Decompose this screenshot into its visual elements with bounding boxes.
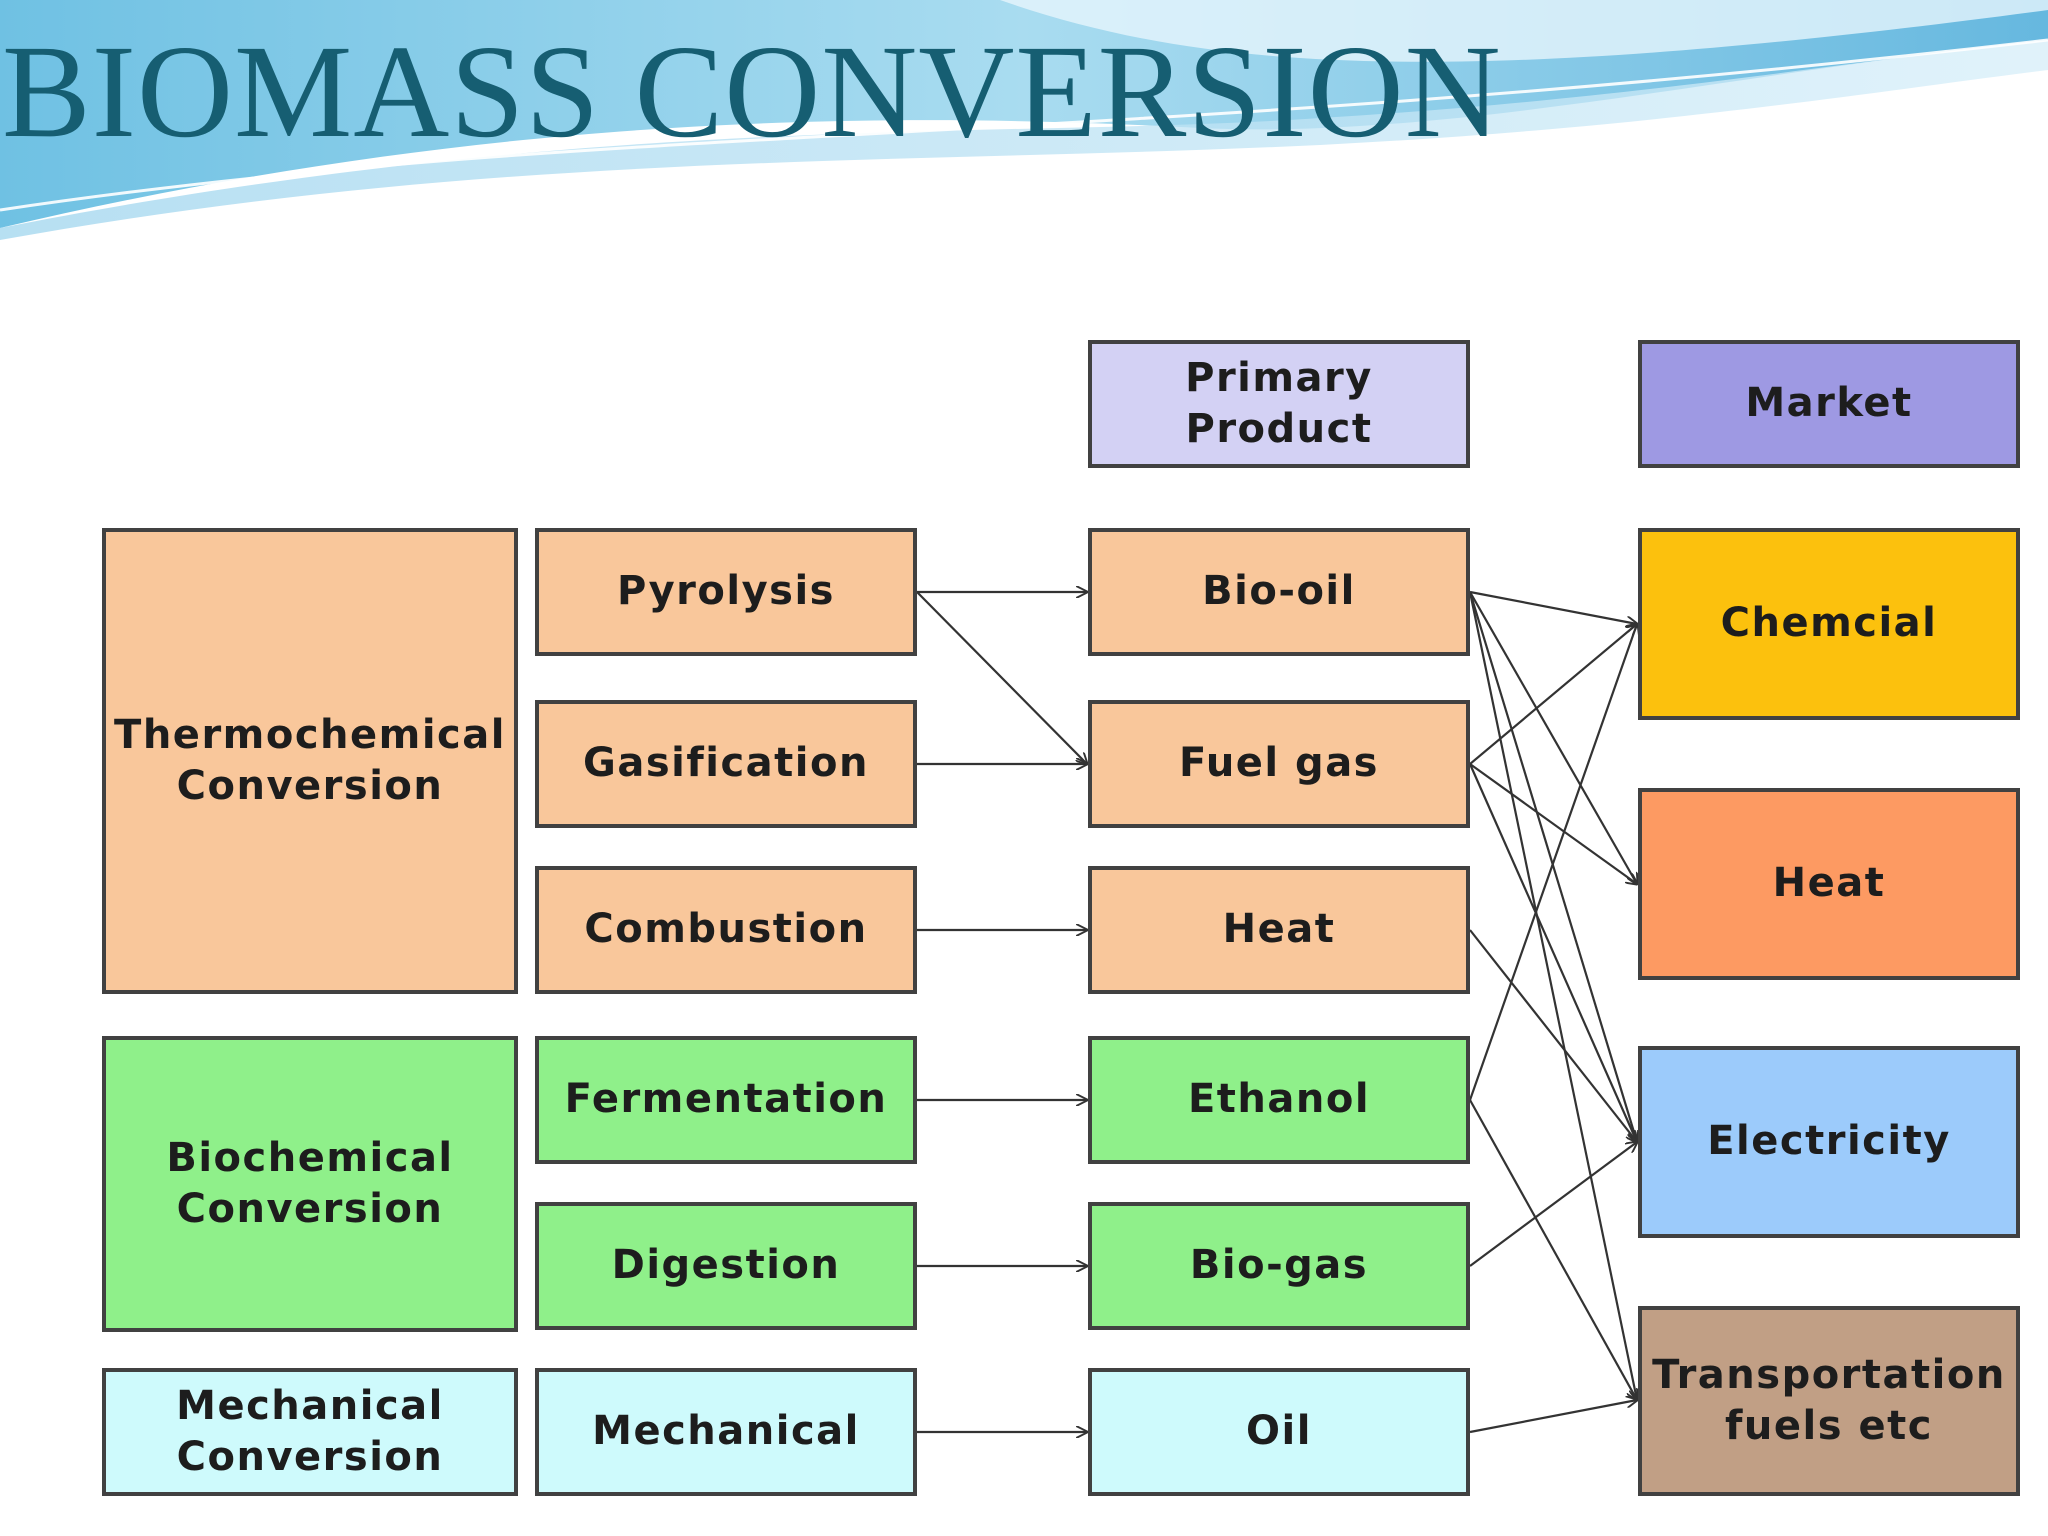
product-to-market-arrow <box>1468 624 1637 1101</box>
product-to-market-arrow <box>1469 590 1637 624</box>
process-gasification: Gasification <box>535 700 917 828</box>
product-ethanol: Ethanol <box>1088 1036 1470 1164</box>
product-to-market-arrow <box>1469 1099 1637 1400</box>
slide-title: BIOMASS CONVERSION <box>2 17 1502 165</box>
product-to-market-arrow <box>1469 624 1637 765</box>
process-digestion: Digestion <box>535 1202 917 1330</box>
process-to-product-arrow <box>916 591 1087 764</box>
market-transportation-fuels: Transportation fuels etc <box>1638 1306 2020 1496</box>
market-header: Market <box>1638 340 2020 468</box>
biochemical-conversion-box: Biochemical Conversion <box>102 1036 518 1332</box>
product-to-market-arrow <box>1468 763 1637 1142</box>
title-banner-swoosh <box>0 0 2048 240</box>
process-fermentation: Fermentation <box>535 1036 917 1164</box>
product-bio-oil: Bio-oil <box>1088 528 1470 656</box>
market-chemical: Chemcial <box>1638 528 2020 720</box>
mechanical-conversion-box: Mechanical Conversion <box>102 1368 518 1496</box>
process-combustion: Combustion <box>535 866 917 994</box>
product-oil: Oil <box>1088 1368 1470 1496</box>
primary-product-header: Primary Product <box>1088 340 1470 468</box>
process-mechanical: Mechanical <box>535 1368 917 1496</box>
product-to-market-arrow <box>1468 591 1637 1142</box>
product-to-market-arrow <box>1469 1142 1637 1267</box>
product-to-market-arrow <box>1469 591 1637 884</box>
product-to-market-arrow <box>1469 929 1637 1142</box>
thermochemical-conversion-box: Thermochemical Conversion <box>102 528 518 994</box>
market-heat: Heat <box>1638 788 2020 980</box>
product-to-market-arrow <box>1468 591 1637 1400</box>
market-electricity: Electricity <box>1638 1046 2020 1238</box>
product-bio-gas: Bio-gas <box>1088 1202 1470 1330</box>
product-to-market-arrow <box>1469 1400 1637 1434</box>
product-fuel-gas: Fuel gas <box>1088 700 1470 828</box>
process-pyrolysis: Pyrolysis <box>535 528 917 656</box>
product-to-market-arrow <box>1469 763 1637 884</box>
product-heat: Heat <box>1088 866 1470 994</box>
